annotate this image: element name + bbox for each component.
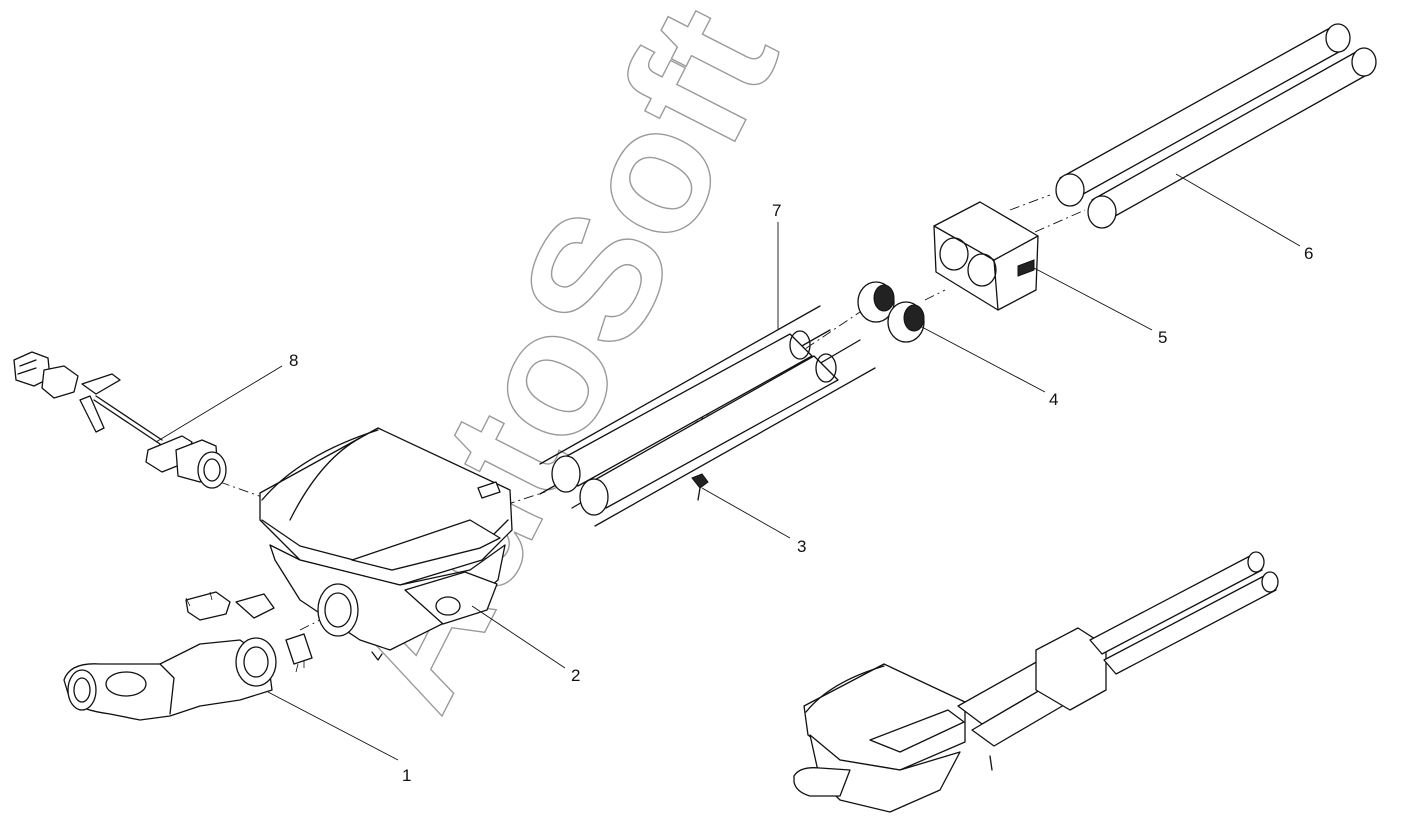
callout-1: 1 bbox=[402, 766, 411, 785]
callout-2: 2 bbox=[571, 666, 580, 685]
callout-4: 4 bbox=[1049, 390, 1058, 409]
part-1-hose-fittings bbox=[63, 591, 313, 721]
part-8-spray-gun bbox=[13, 351, 227, 489]
callout-8: 8 bbox=[289, 351, 298, 370]
part-3-clamp bbox=[691, 473, 709, 501]
part-7-tube-assembly bbox=[539, 305, 876, 527]
part-6-twin-tubes bbox=[1055, 23, 1377, 229]
callout-5: 5 bbox=[1158, 328, 1167, 347]
callout-7: 7 bbox=[772, 201, 781, 220]
part-2-main-body bbox=[259, 427, 513, 661]
assembled-view bbox=[793, 551, 1279, 813]
part-4-filter-caps bbox=[857, 281, 925, 343]
callout-3: 3 bbox=[797, 537, 806, 556]
callout-6: 6 bbox=[1304, 244, 1313, 263]
leader-lines bbox=[155, 173, 1301, 761]
part-5-manifold-block bbox=[933, 201, 1039, 311]
